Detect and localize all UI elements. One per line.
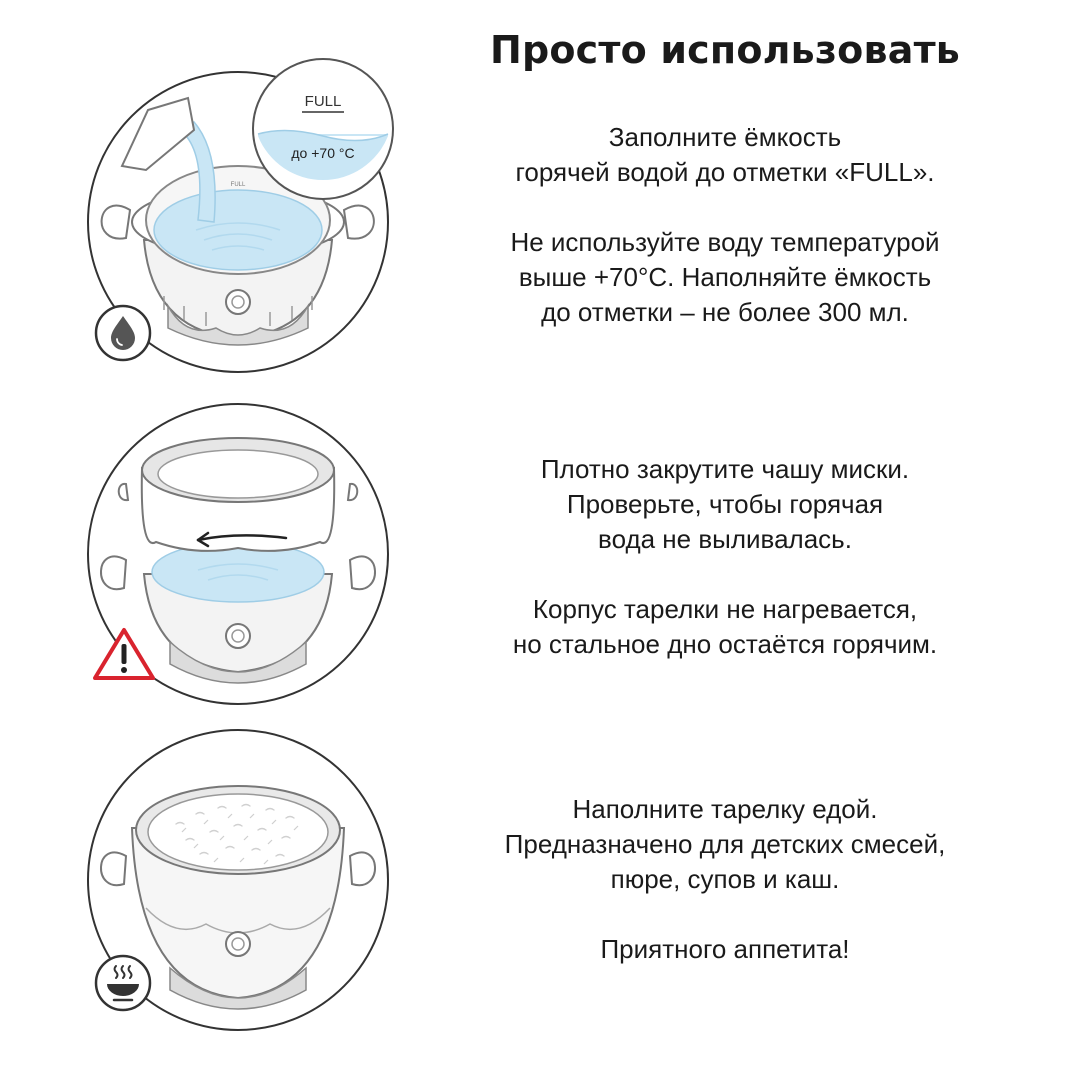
full-label: FULL [305, 93, 342, 110]
plate-assembly-image [87, 403, 389, 705]
step-1-paragraph-2: Не используйте воду температурой выше +7… [510, 227, 940, 327]
water-level-callout: FULL до +70 °C [252, 58, 394, 200]
step-3-illustration [86, 728, 390, 1032]
step-1-illustration: FULL FULL до +70 °C [86, 58, 394, 374]
plate-with-food-image [87, 729, 389, 1031]
page-title: Просто использовать [489, 28, 961, 72]
step-1-paragraph-1: Заполните ёмкость горячей водой до отмет… [515, 122, 935, 187]
step-2-paragraph-1: Плотно закрутите чашу миски. Проверьте, … [540, 454, 910, 554]
step-2-illustration [86, 402, 390, 706]
step-3-text: Наполните тарелку едой. Предназначено дл… [440, 792, 1010, 967]
water-drop-icon [94, 304, 152, 362]
step-2-paragraph-2: Корпус тарелки не нагревается, но стальн… [512, 594, 938, 659]
hot-food-bowl-icon [94, 954, 152, 1012]
step-3-paragraph-2: Приятного аппетита! [600, 934, 850, 964]
max-temperature-label: до +70 °C [291, 145, 354, 161]
step-1-text: Заполните ёмкость горячей водой до отмет… [440, 120, 1010, 330]
bowl-full-marking: FULL [231, 182, 246, 188]
step-3-paragraph-1: Наполните тарелку едой. Предназначено дл… [504, 794, 946, 894]
step-2-text: Плотно закрутите чашу миски. Проверьте, … [440, 452, 1010, 662]
warning-icon [93, 628, 155, 680]
